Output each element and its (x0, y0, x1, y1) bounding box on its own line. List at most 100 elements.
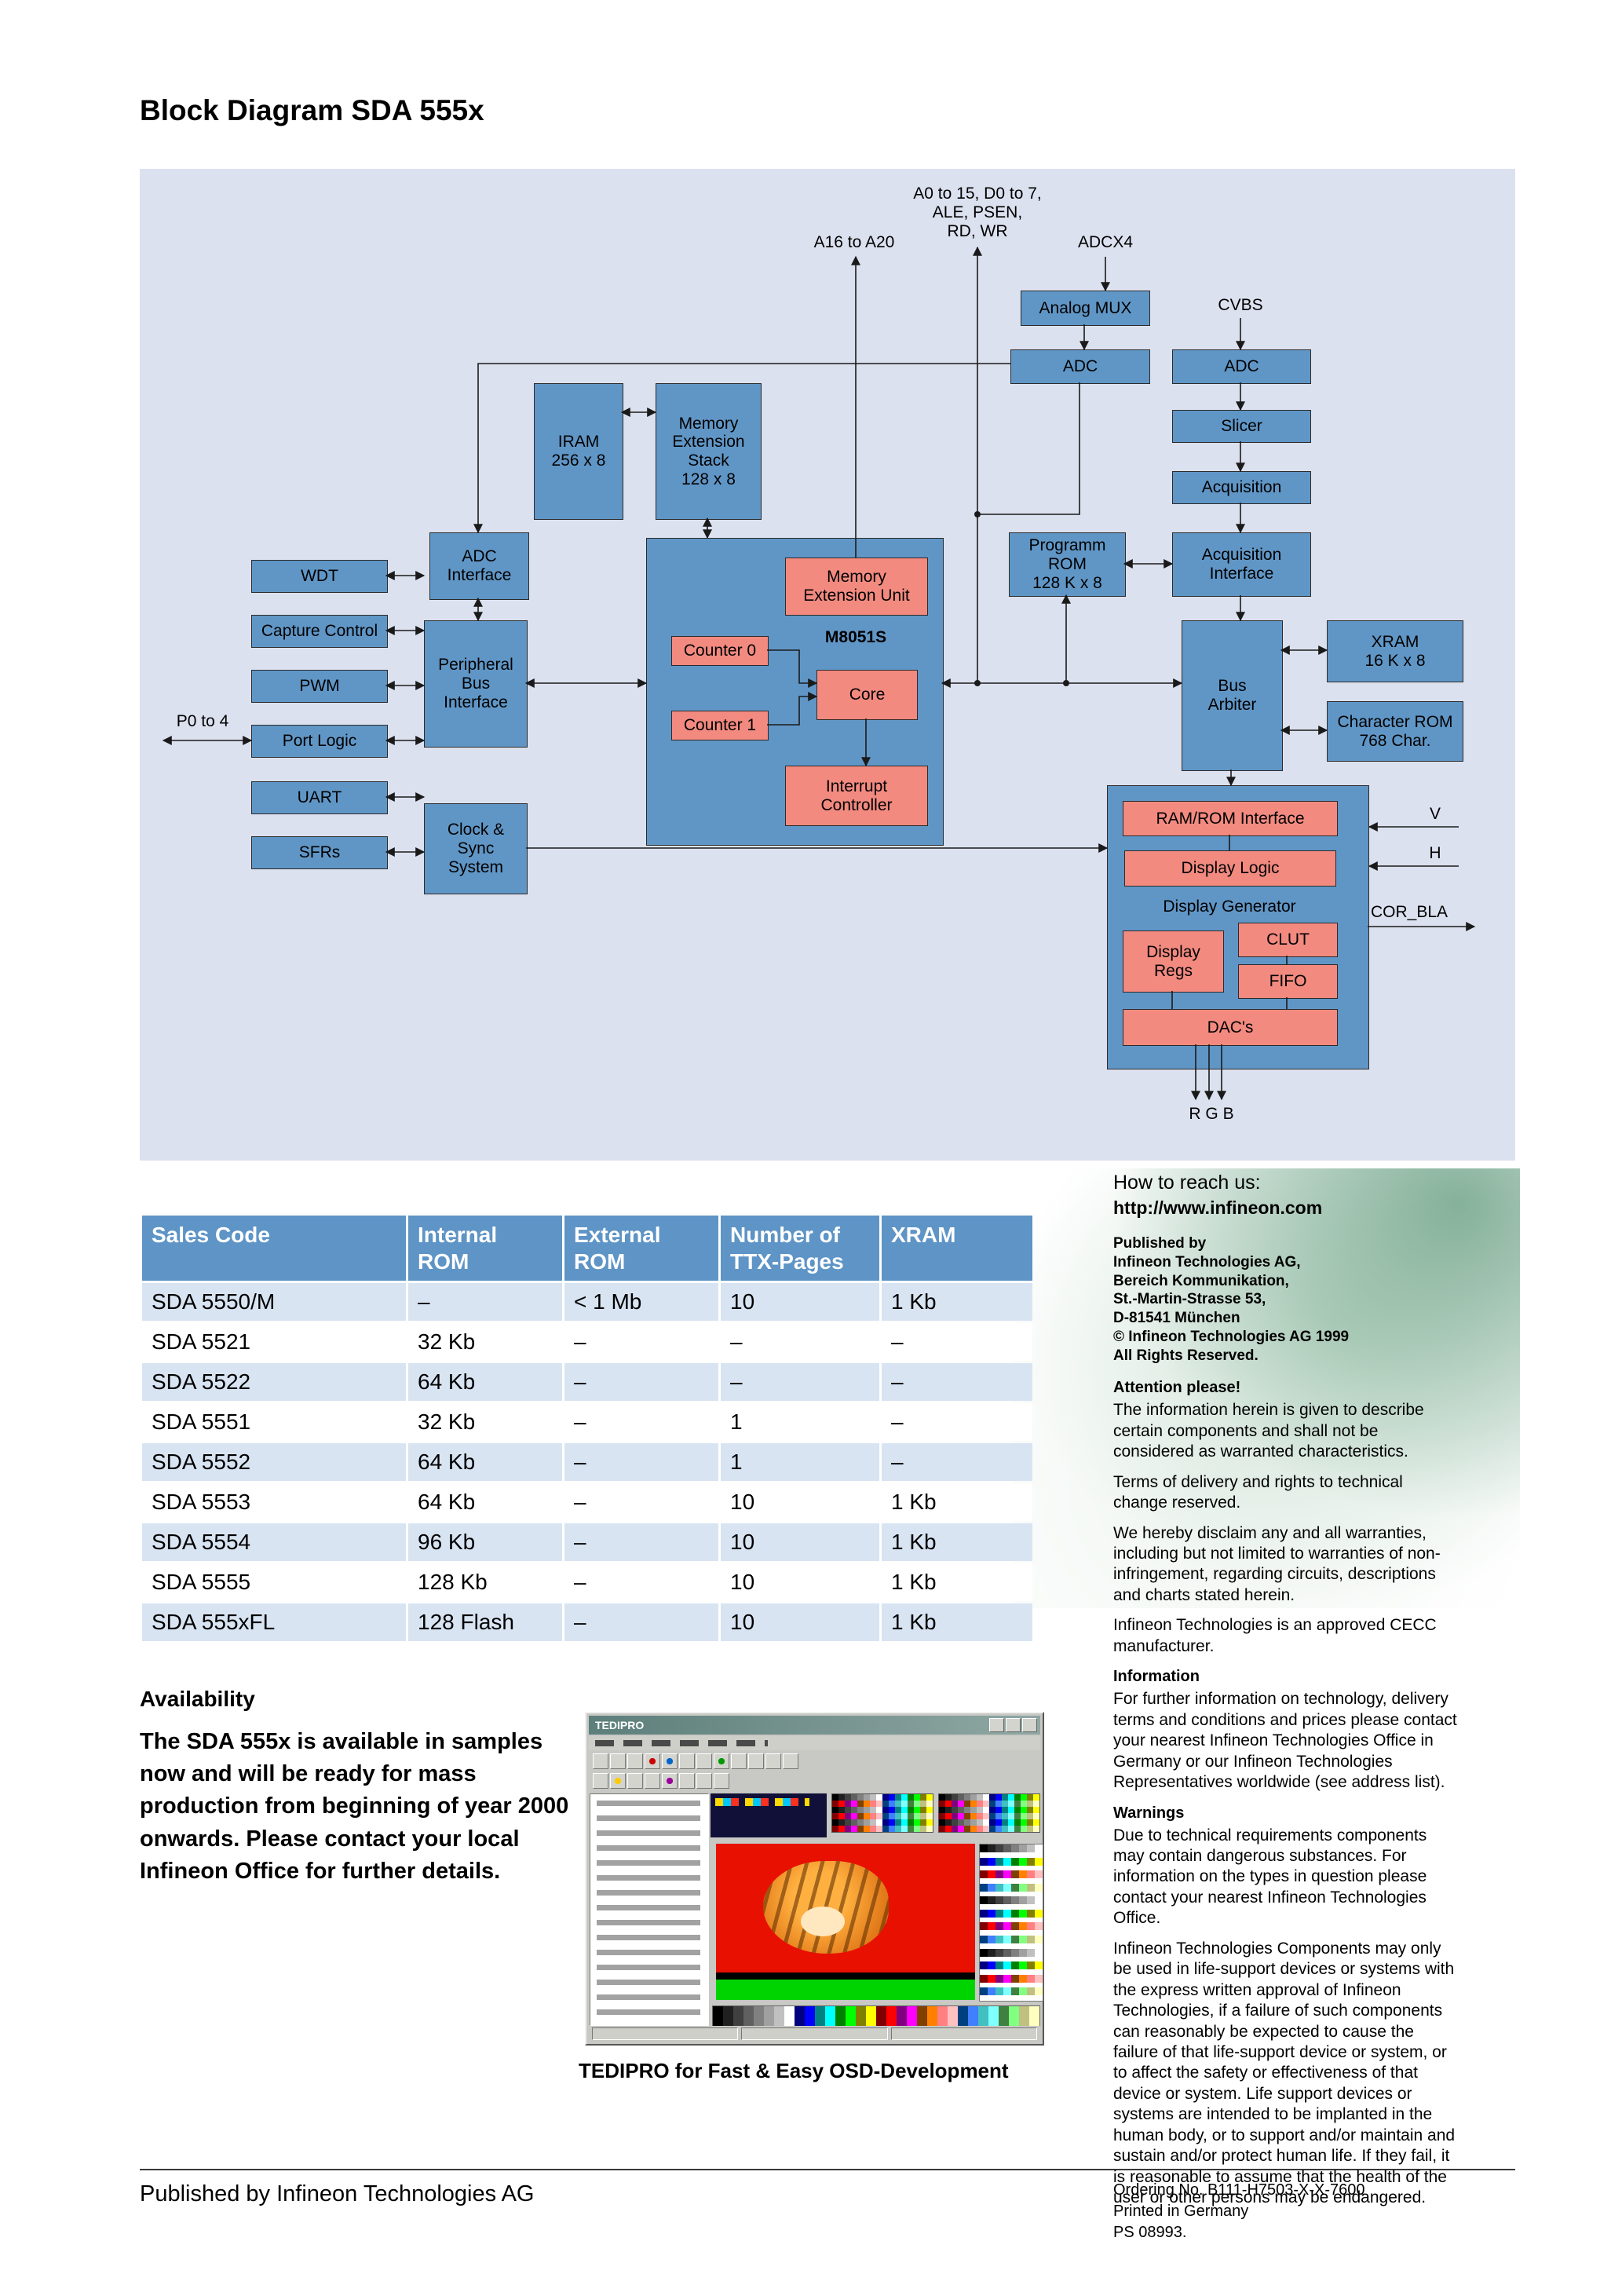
publisher-address-block: Published by Infineon Technologies AG, B… (1113, 1235, 1350, 1364)
table-cell: SDA 5521 (142, 1323, 406, 1362)
warnings-paragraph: Due to technical requirements components… (1113, 1826, 1427, 1928)
status-segment (741, 2027, 888, 2040)
tedipro-window-title: TEDIPRO (595, 1719, 645, 1731)
close-icon (1022, 1718, 1037, 1732)
tedipro-menubar (589, 1736, 1040, 1750)
column-header: External ROM (564, 1216, 718, 1281)
tedipro-toolbar (589, 1771, 1040, 1790)
osd-black-bar (716, 1972, 975, 1980)
tedipro-caption: TEDIPRO for Fast & Easy OSD-Development (579, 2059, 1009, 2082)
toolbar-button (679, 1753, 695, 1769)
toolbar-button (627, 1773, 643, 1789)
warnings-heading: Warnings (1113, 1804, 1185, 1822)
toolbar-button (714, 1753, 729, 1769)
information-heading: Information (1113, 1668, 1200, 1686)
window-control-buttons (989, 1718, 1040, 1732)
table-cell: – (564, 1443, 718, 1482)
circuit-board-image (1013, 1168, 1520, 1608)
block-counter0: Counter 0 (671, 636, 769, 666)
toolbar-button (783, 1753, 798, 1769)
table-cell: 1 Kb (882, 1483, 1032, 1522)
table-cell: 64 Kb (408, 1483, 562, 1522)
page-title: Block Diagram SDA 555x (140, 94, 484, 126)
table-cell: SDA 5522 (142, 1363, 406, 1402)
block-fifo: FIFO (1238, 964, 1338, 999)
label-display-generator: Display Generator (1163, 898, 1296, 916)
block-ram-rom-interface: RAM/ROM Interface (1123, 801, 1338, 836)
label-p0-to-4: P0 to 4 (176, 712, 229, 730)
table-cell: – (721, 1363, 879, 1402)
toolbar-button (696, 1753, 712, 1769)
table-cell: 1 (721, 1443, 879, 1482)
toolbar-button (593, 1773, 608, 1789)
footer-ordering-info: Ordering No. B111-H7503-X-X-7600 Printed… (1113, 2180, 1365, 2243)
footer-divider (140, 2169, 1515, 2170)
table-cell: 1 Kb (882, 1283, 1032, 1322)
minimize-icon (989, 1718, 1004, 1732)
table-cell: – (882, 1323, 1032, 1362)
table-cell: – (564, 1603, 718, 1642)
block-capture-control: Capture Control (251, 615, 388, 648)
table-cell: 10 (721, 1283, 879, 1322)
block-pwm: PWM (251, 670, 388, 703)
table-cell: – (882, 1443, 1032, 1482)
how-to-reach-us-heading: How to reach us: (1113, 1172, 1261, 1194)
warnings-paragraph: Infineon Technologies Components may onl… (1113, 1939, 1456, 2207)
block-core: Core (816, 670, 918, 720)
tedipro-toolbar (589, 1752, 1040, 1771)
block-peripheral-bus-interface: Peripheral Bus Interface (424, 620, 528, 748)
toolbar-button (731, 1753, 747, 1769)
block-port-logic: Port Logic (251, 725, 388, 758)
status-segment (890, 2027, 1037, 2040)
table-cell: – (564, 1363, 718, 1402)
table-cell: 1 Kb (882, 1563, 1032, 1602)
attention-paragraph: Terms of delivery and rights to technica… (1113, 1472, 1403, 1512)
label-address-bus: A0 to 15, D0 to 7, ALE, PSEN, RD, WR (913, 185, 1042, 241)
block-adc-video: ADC (1172, 349, 1311, 384)
table-cell: 1 Kb (882, 1603, 1032, 1642)
status-segment (592, 2027, 739, 2040)
block-display-logic: Display Logic (1124, 850, 1336, 887)
block-bus-arbiter: Bus Arbiter (1182, 620, 1283, 771)
table-cell: – (564, 1403, 718, 1442)
toolbar-button (627, 1753, 643, 1769)
block-slicer: Slicer (1172, 410, 1311, 443)
block-iram: IRAM 256 x 8 (534, 383, 623, 520)
block-display-regs: Display Regs (1123, 930, 1224, 993)
toolbar-button (714, 1773, 729, 1789)
character-preview-panel (979, 1844, 1043, 2002)
block-memory-extension-stack: Memory Extension Stack 128 x 8 (656, 383, 762, 520)
ps-number: PS 08993. (1113, 2224, 1187, 2241)
ordering-number: Ordering No. B111-H7503-X-X-7600 (1113, 2181, 1365, 2199)
table-cell: SDA 5551 (142, 1403, 406, 1442)
table-cell: – (564, 1323, 718, 1362)
block-acquisition: Acquisition (1172, 471, 1311, 504)
table-cell: SDA 555xFL (142, 1603, 406, 1642)
block-sfrs: SFRs (251, 836, 388, 869)
attention-paragraph: The information herein is given to descr… (1113, 1401, 1424, 1461)
table-cell: SDA 5550/M (142, 1283, 406, 1322)
table-cell: – (882, 1363, 1032, 1402)
block-counter1: Counter 1 (671, 711, 769, 740)
table-cell: 1 Kb (882, 1523, 1032, 1562)
toolbar-button (645, 1753, 660, 1769)
column-header: Internal ROM (408, 1216, 562, 1281)
contact-legal-column: How to reach us: http://www.infineon.com… (1113, 1172, 1457, 2218)
toolbar-button (662, 1753, 678, 1769)
toolbar-button (593, 1753, 608, 1769)
table-cell: 64 Kb (408, 1443, 562, 1482)
block-acquisition-interface: Acquisition Interface (1172, 532, 1311, 597)
toolbar-button (610, 1753, 626, 1769)
table-cell: – (564, 1483, 718, 1522)
block-xram: XRAM 16 K x 8 (1327, 620, 1463, 682)
table-cell: SDA 5555 (142, 1563, 406, 1602)
label-cor-bla: COR_BLA (1371, 903, 1448, 921)
toolbar-button (765, 1753, 781, 1769)
toolbar-button (696, 1773, 712, 1789)
table-cell: 1 (721, 1403, 879, 1442)
block-memory-extension-unit: Memory Extension Unit (785, 558, 928, 616)
table-cell: 10 (721, 1483, 879, 1522)
